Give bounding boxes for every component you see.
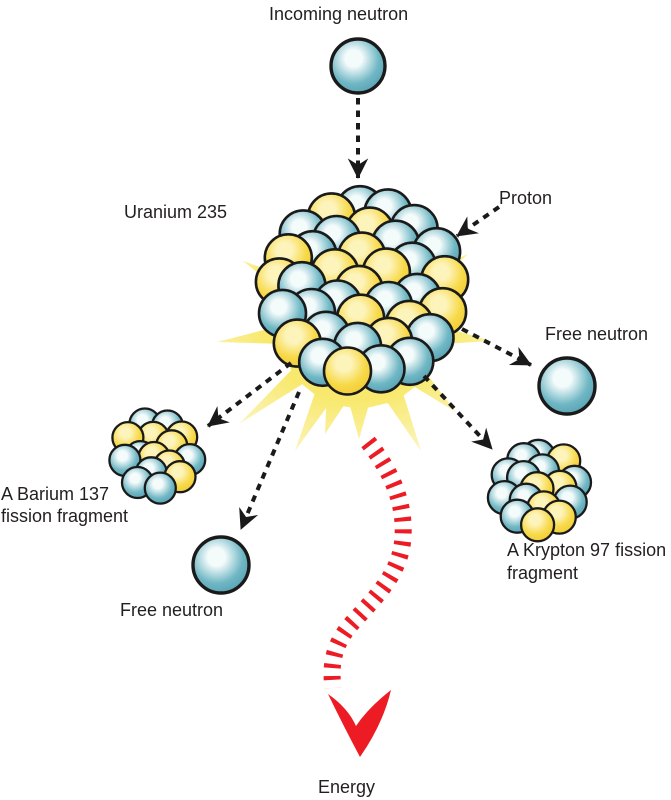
energy-arrowhead (328, 690, 391, 757)
label-krypton-line1: A Krypton 97 fission (507, 540, 667, 560)
free-neutron-right-arrow (461, 327, 532, 367)
energy-ribbon (323, 436, 412, 690)
label-energy: Energy (318, 777, 376, 797)
neutron-sphere (143, 471, 177, 505)
label-free-neutron-bottom: Free neutron (120, 600, 224, 620)
proton-sphere (322, 346, 373, 396)
barium-arrow (206, 361, 293, 428)
label-krypton-fragment: A Krypton 97 fission fragment (507, 539, 666, 585)
label-incoming-neutron: Incoming neutron (269, 4, 409, 24)
label-barium-line2: fission fragment (1, 506, 129, 526)
label-proton: Proton (499, 188, 553, 208)
incoming-neutron-sphere (329, 37, 387, 95)
arrows (206, 98, 532, 530)
krypton-fragment (486, 438, 593, 543)
free-neutron-bottom-sphere (191, 535, 251, 595)
label-barium-line1: A Barium 137 (1, 484, 110, 504)
proton-arrow (455, 205, 501, 238)
label-barium-fragment: A Barium 137 fission fragment (1, 483, 128, 527)
krypton-arrow (422, 374, 494, 451)
proton-sphere (519, 507, 556, 543)
energy-arrow (323, 436, 412, 757)
barium-fragment (108, 407, 207, 505)
label-krypton-line2: fragment (507, 563, 579, 583)
free-neutron-bottom-arrow (239, 391, 301, 530)
label-uranium-235: Uranium 235 (124, 202, 228, 222)
free-neutron-right-sphere (537, 356, 597, 416)
label-free-neutron-right: Free neutron (545, 324, 649, 344)
uranium-235-nucleus (254, 184, 470, 396)
